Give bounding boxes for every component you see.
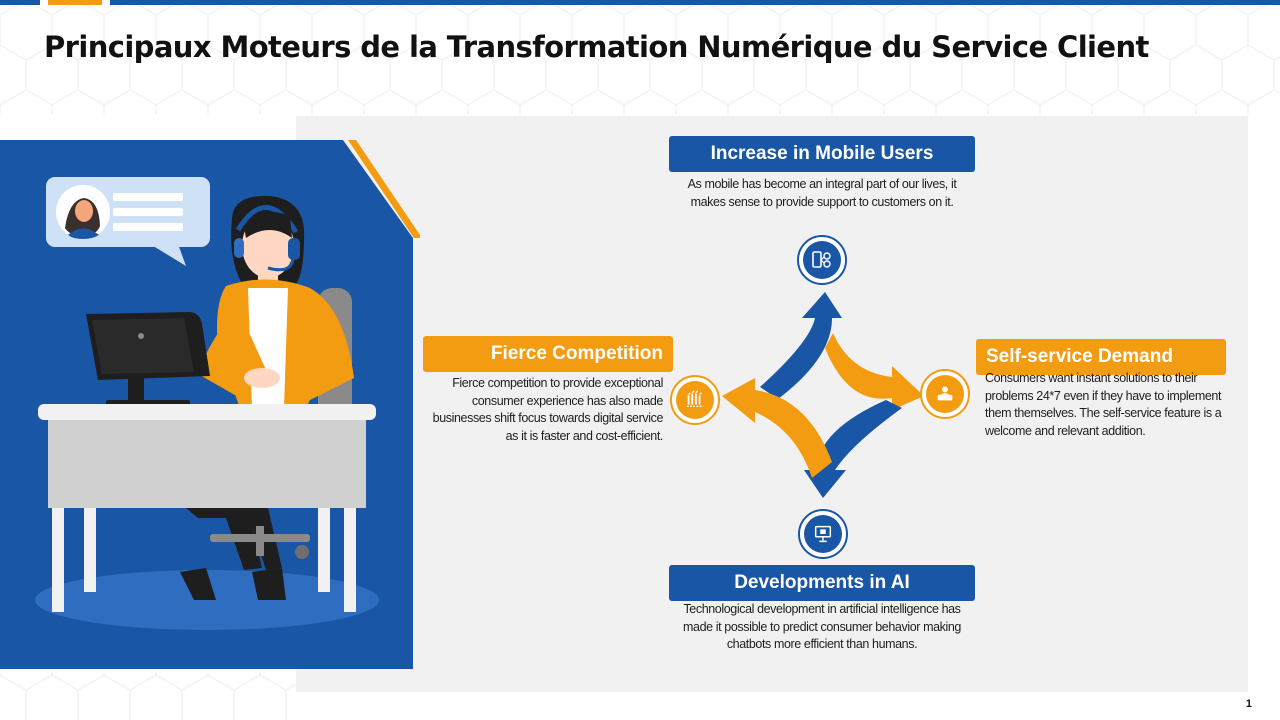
page-number: 1 — [1245, 698, 1252, 710]
driver-label-ai: Developments in AI — [669, 565, 975, 601]
driver-text-self-service: Consumers want instant solutions to thei… — [985, 371, 1222, 438]
driver-label-mobile-users: Increase in Mobile Users — [669, 136, 975, 172]
arrow-down — [804, 400, 902, 498]
driver-label-competition: Fierce Competition — [423, 336, 673, 372]
chat-bubble-icon — [46, 177, 210, 266]
customer-service-agent-illustration — [0, 140, 420, 669]
driver-label-self-service: Self-service Demand — [976, 339, 1226, 375]
arrow-left — [722, 378, 832, 478]
top-bar-accent — [48, 0, 102, 5]
ai-computer-icon — [798, 509, 848, 559]
arrow-right — [825, 333, 924, 410]
arrow-up — [760, 292, 842, 399]
page-title: Principaux Moteurs de la Transformation … — [44, 30, 1149, 64]
top-bar — [0, 0, 1280, 5]
competition-pillars-icon — [670, 375, 720, 425]
cycle-arrows-diagram — [722, 292, 924, 498]
mobile-devices-icon — [797, 235, 847, 285]
driver-text-mobile-users: As mobile has become an integral part of… — [687, 177, 957, 209]
driver-text-competition: Fierce competition to provide exceptiona… — [432, 376, 664, 443]
self-service-kiosk-icon — [920, 369, 970, 419]
driver-text-ai: Technological development in artificial … — [683, 602, 961, 651]
